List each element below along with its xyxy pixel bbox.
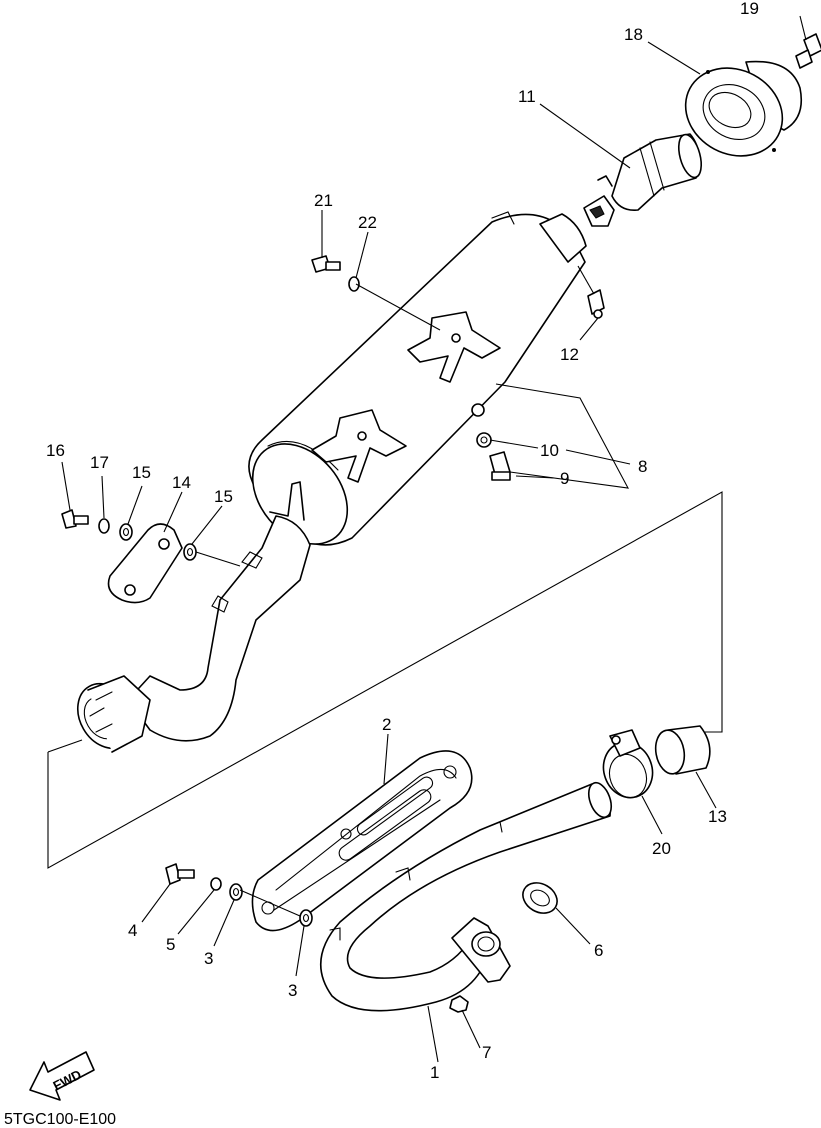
end-cap: [684, 60, 803, 157]
label-4: 4: [128, 921, 137, 940]
label-15-top: 15: [132, 463, 151, 482]
leader-lines: [61, 15, 807, 1063]
label-10: 10: [540, 441, 559, 460]
label-16: 16: [46, 441, 65, 460]
bolt-4: [165, 863, 195, 885]
label-3-right: 3: [288, 981, 297, 1000]
washer-10: [476, 432, 492, 448]
spark-arrester: [583, 133, 703, 227]
protector-2: [251, 750, 473, 932]
label-11: 11: [518, 87, 536, 106]
nut-7: [449, 995, 469, 1013]
label-7: 7: [482, 1043, 491, 1062]
label-22: 22: [358, 213, 377, 232]
label-20: 20: [652, 839, 671, 858]
gasket-6: [522, 882, 558, 914]
exhaust-pipe-1: [320, 781, 613, 1012]
collar-15-top: [119, 523, 133, 541]
label-21: 21: [314, 191, 333, 210]
bolt-9: [489, 451, 511, 481]
fwd-arrow: FWD: [29, 1051, 95, 1101]
washer-22: [348, 276, 360, 292]
label-18: 18: [624, 25, 643, 44]
label-1: 1: [430, 1063, 439, 1082]
washer-17: [98, 518, 110, 534]
washer-5: [210, 877, 222, 891]
drawing-code: 5TGC100-E100: [4, 1111, 116, 1128]
part-number-labels: 19 18 11 21 22 12 10 8 9 16 17 15 14 15 …: [46, 0, 759, 1082]
bolt-12: [587, 289, 605, 319]
silencer-body: [248, 211, 587, 546]
label-13: 13: [708, 807, 727, 826]
assembly-frame-lines: [47, 491, 723, 869]
label-15-bottom: 15: [214, 487, 233, 506]
label-6: 6: [594, 941, 603, 960]
gasket-13: [654, 725, 711, 775]
label-9: 9: [560, 469, 569, 488]
label-12: 12: [560, 345, 579, 364]
label-19: 19: [740, 0, 759, 18]
label-14: 14: [172, 473, 191, 492]
bolt-19: [795, 33, 821, 69]
label-17: 17: [90, 453, 109, 472]
collar-3-left: [229, 883, 243, 901]
bolt-21: [311, 255, 341, 273]
bolt-16: [61, 509, 89, 529]
label-5: 5: [166, 935, 175, 954]
label-2: 2: [382, 715, 391, 734]
collar-15-bottom: [183, 543, 197, 561]
silencer-inlet-pipe: [76, 481, 311, 753]
bracket-14: [107, 523, 183, 604]
collar-3-right: [299, 909, 313, 927]
label-3-left: 3: [204, 949, 213, 968]
label-8: 8: [638, 457, 647, 476]
clamp-20: [602, 729, 654, 799]
